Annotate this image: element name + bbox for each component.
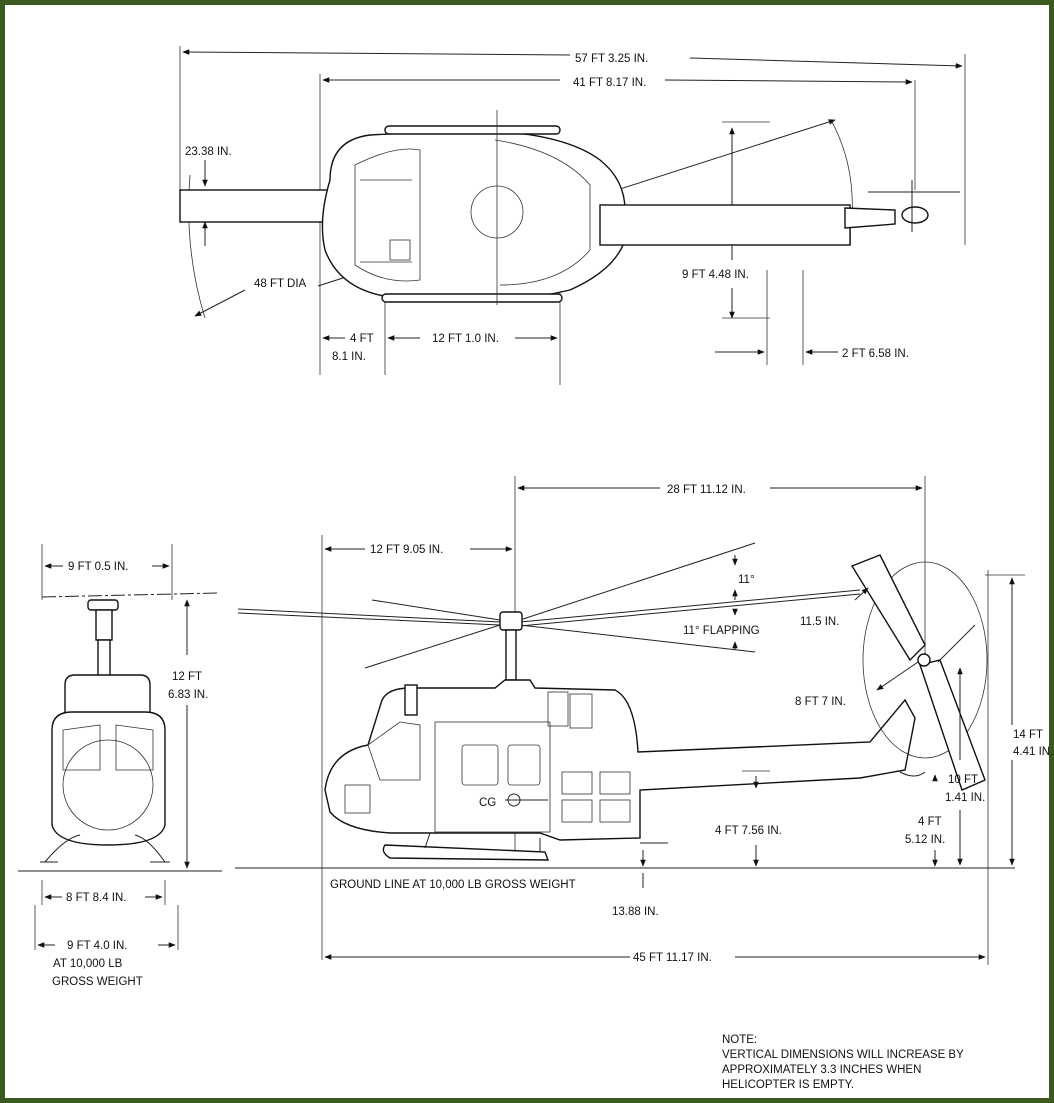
- side-view: [235, 476, 1025, 965]
- label-rotor-diameter: 48 FT DIA: [254, 278, 307, 290]
- label-nose-offset-ft: 4 FT: [350, 333, 374, 345]
- label-tail-skid-ft: 4 FT: [918, 816, 942, 828]
- note-line-2: APPROXIMATELY 3.3 INCHES WHEN: [722, 1064, 922, 1076]
- label-front-height-in: 6.83 IN.: [168, 689, 208, 701]
- label-overall-length-side: 45 FT 11.17 IN.: [633, 952, 712, 964]
- label-overall-length-top: 57 FT 3.25 IN.: [575, 53, 648, 65]
- label-tail-hub-ft: 10 FT: [948, 774, 978, 786]
- label-tread: 8 FT 8.4 IN.: [66, 892, 127, 904]
- label-mast-to-tail: 28 FT 11.12 IN.: [667, 484, 746, 496]
- label-fuselage-length: 41 FT 8.17 IN.: [573, 77, 646, 89]
- label-stabilizer-span: 9 FT 4.48 IN.: [682, 269, 749, 281]
- label-tail-hub-in: 1.41 IN.: [945, 792, 985, 804]
- label-stabilizer-chord: 2 FT 6.58 IN.: [842, 348, 909, 360]
- note-title: NOTE:: [722, 1034, 758, 1046]
- label-tread-loaded-note-2: GROSS WEIGHT: [52, 976, 143, 988]
- label-ground-clearance: 13.88 IN.: [612, 906, 659, 918]
- label-ground-line: GROUND LINE AT 10,000 LB GROSS WEIGHT: [330, 879, 576, 891]
- note-line-1: VERTICAL DIMENSIONS WILL INCREASE BY: [722, 1049, 964, 1061]
- label-tail-rotor-angle: 11.5 IN.: [800, 616, 839, 628]
- label-tread-loaded: 9 FT 4.0 IN.: [67, 940, 128, 952]
- label-tread-loaded-note-1: AT 10,000 LB: [53, 958, 123, 970]
- label-total-height-ft: 14 FT: [1013, 729, 1043, 741]
- label-rotor-half-width: 9 FT 0.5 IN.: [68, 561, 129, 573]
- label-up-angle: 11°: [738, 574, 755, 586]
- note-line-3: HELICOPTER IS EMPTY.: [722, 1079, 855, 1091]
- label-nose-to-mast: 12 FT 9.05 IN.: [370, 544, 443, 556]
- label-tail-skid-in: 5.12 IN.: [905, 834, 945, 846]
- label-flapping: 11° FLAPPING: [683, 625, 760, 637]
- note-block: NOTE: VERTICAL DIMENSIONS WILL INCREASE …: [722, 1033, 964, 1093]
- label-cabin-height: 4 FT 7.56 IN.: [715, 825, 782, 837]
- label-front-height-ft: 12 FT: [172, 671, 202, 683]
- top-view: [179, 46, 966, 385]
- label-blade-chord: 23.38 IN.: [185, 146, 232, 158]
- label-mast-station: 12 FT 1.0 IN.: [432, 333, 499, 345]
- label-cg: CG: [479, 797, 496, 809]
- front-view: [18, 544, 222, 950]
- label-total-height-in: 4.41 IN.: [1013, 746, 1053, 758]
- label-tail-rotor-dia: 8 FT 7 IN.: [795, 696, 846, 708]
- label-nose-offset-in: 8.1 IN.: [332, 351, 366, 363]
